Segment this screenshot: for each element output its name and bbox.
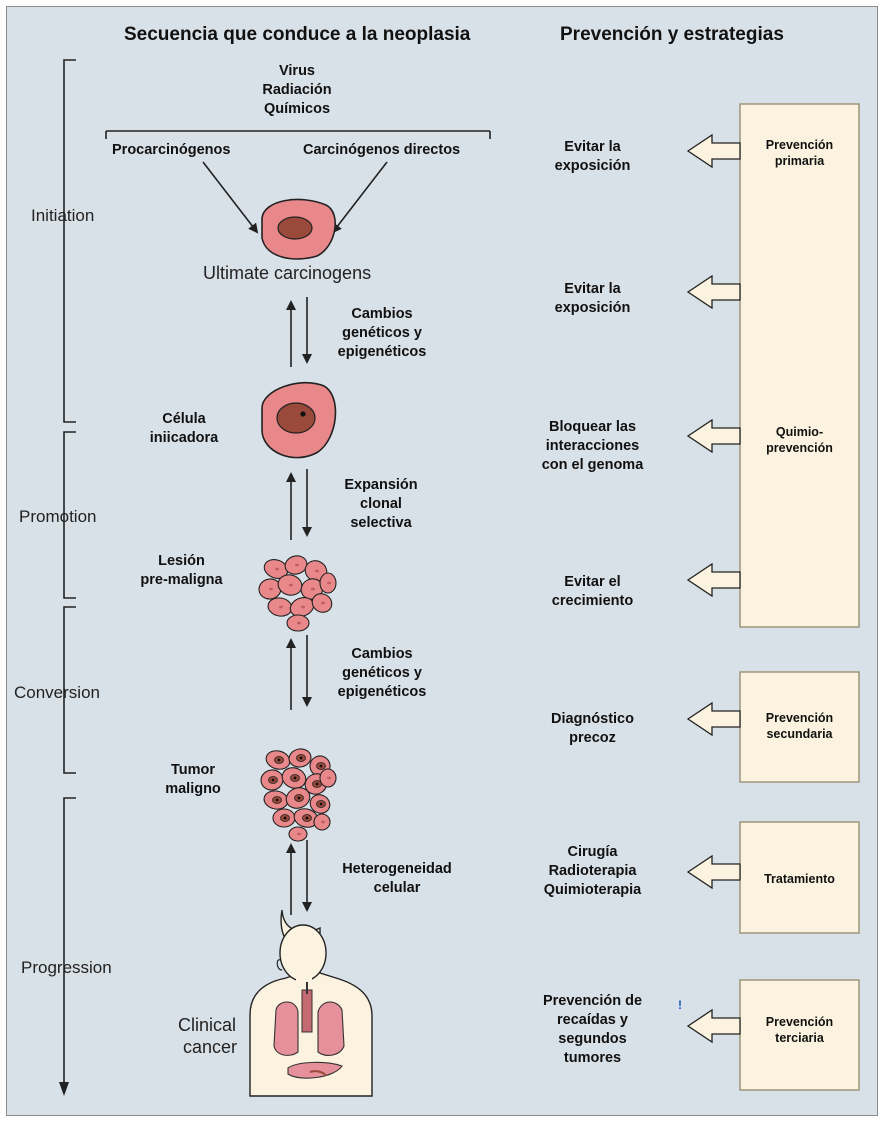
box-label-tertiary: Prevención terciaria: [765, 1015, 834, 1045]
strategy-arrow-4: [686, 562, 741, 598]
direct-carcinogens-label: Carcinógenos directos: [303, 142, 461, 158]
box-label-secondary: Prevención secundaria: [765, 711, 834, 741]
strategy-arrow-6: [686, 854, 741, 890]
strategy-arrow-1: [686, 133, 741, 169]
diagram-panel: [6, 6, 878, 1116]
cluster-nucleolus: [315, 782, 319, 786]
cluster-nucleus: [269, 587, 273, 591]
strategy-4: Evitar el crecimiento: [551, 574, 634, 609]
malignant-label: Tumor maligno: [165, 762, 221, 797]
carcinogenic-agents: Virus Radiación Químicos: [262, 63, 332, 117]
cluster-nucleus: [327, 581, 331, 585]
bracket-initiation: [63, 59, 76, 423]
cluster-nucleolus: [275, 798, 279, 802]
premalignant-label: Lesión pre-maligna: [140, 553, 223, 588]
initiating-cell-label: Célula iniicadora: [149, 411, 219, 446]
strategy-5: Diagnóstico precoz: [551, 711, 634, 746]
stage-label-progression: Progression: [21, 958, 112, 977]
initiated-cell: [261, 381, 337, 459]
cluster-nucleus: [275, 567, 279, 571]
strategy-6: Cirugía Radioterapia Quimioterapia: [543, 844, 642, 898]
strategy-arrow-5: [686, 701, 741, 737]
premalignant-cluster: [258, 555, 337, 632]
transition-label-4: Heterogeneidad celular: [342, 861, 452, 896]
strategy-3: Bloquear las interacciones con el genoma: [541, 419, 644, 473]
transition-arrows-3: [286, 635, 312, 710]
clinical-cancer-line1: Clinical: [178, 1015, 237, 1035]
transition-label-1: Cambios genéticos y epigenéticos: [337, 306, 427, 360]
procarcinogens-label: Procarcinógenos: [112, 142, 231, 158]
header-left: Secuencia que conduce a la neoplasia: [124, 24, 471, 45]
cluster-nucleolus: [283, 816, 287, 820]
strategy-7: Prevención de recaídas y segundos tumore…: [542, 993, 643, 1066]
strategy-arrows: [686, 133, 741, 1044]
cluster-nucleolus: [319, 802, 323, 806]
stage-label-promotion: Promotion: [19, 507, 97, 526]
cluster-nucleus: [321, 601, 325, 605]
box-label-treatment: Tratamiento: [764, 872, 835, 886]
cluster-nucleus: [289, 583, 293, 587]
cluster-nucleus: [301, 605, 305, 609]
box-tertiary: [739, 979, 860, 1091]
strategy-2: Evitar la exposición: [554, 281, 631, 316]
malignant-cluster: [260, 748, 337, 842]
human-body-illustration: [249, 909, 373, 1097]
bracket-progression: [59, 797, 76, 1096]
strategy-1: Evitar la exposición: [554, 139, 631, 174]
cluster-nucleus: [311, 587, 315, 591]
cluster-nucleus: [295, 563, 299, 567]
cluster-nucleus: [279, 605, 283, 609]
header-right: Prevención y estrategias: [560, 24, 784, 45]
cluster-nucleus: [327, 776, 331, 780]
cluster-nucleolus: [271, 778, 275, 782]
cluster-nucleus: [321, 820, 325, 824]
box-label-chemo: Quimio- prevención: [766, 425, 833, 455]
cluster-nucleolus: [297, 796, 301, 800]
procarcinogen-arrow: [202, 161, 259, 234]
stage-label-initiation: Initiation: [31, 206, 95, 225]
cluster-nucleolus: [277, 758, 281, 762]
direct-carcinogen-arrow: [331, 161, 388, 234]
transition-arrows-1: [286, 297, 312, 367]
cluster-nucleus: [315, 569, 319, 573]
clinical-cancer-line2: cancer: [183, 1037, 238, 1057]
transition-label-3: Cambios genéticos y epigenéticos: [337, 646, 427, 700]
box-chemo-primary: [739, 103, 860, 628]
box-secondary: [739, 671, 860, 783]
cluster-nucleus: [297, 621, 301, 625]
transition-arrows-2: [286, 469, 312, 540]
cluster-nucleolus: [299, 756, 303, 760]
transition-label-2: Expansión clonal selectiva: [344, 477, 418, 531]
bracket-conversion: [63, 606, 76, 774]
cluster-nucleolus: [293, 776, 297, 780]
flag-mark: !: [678, 998, 682, 1012]
ultimate-carcinogens-label: Ultimate carcinogens: [203, 263, 372, 283]
normal-cell: [261, 198, 336, 260]
cluster-nucleolus: [305, 816, 309, 820]
transition-arrows-4: [286, 840, 312, 915]
bracket-promotion: [63, 431, 76, 599]
cluster-nucleolus: [319, 764, 323, 768]
strategy-arrow-3: [686, 418, 741, 454]
stage-label-conversion: Conversion: [14, 683, 100, 702]
strategy-arrow-7: [686, 1008, 741, 1044]
strategy-arrow-2: [686, 274, 741, 310]
box-label-primary: Prevención primaria: [765, 138, 834, 168]
cluster-nucleus: [297, 832, 301, 836]
